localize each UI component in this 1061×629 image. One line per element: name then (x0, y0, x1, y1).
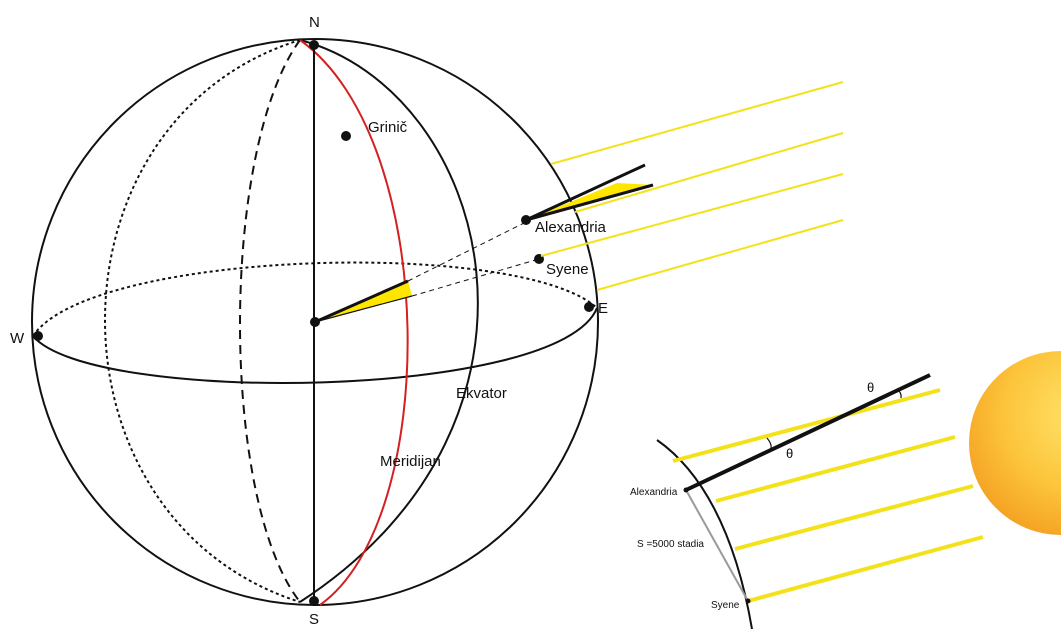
north-pole-point (309, 40, 319, 50)
south-pole-point (309, 596, 319, 606)
alexandria-shadow-ray (525, 183, 654, 222)
alexandria-gnomon (525, 163, 646, 222)
sun-ray (550, 81, 844, 165)
front-meridian (299, 39, 479, 603)
back-meridian-dashed (239, 39, 301, 603)
greenwich-label: Grinič (368, 119, 408, 136)
meridian-label: Meridijan (380, 453, 441, 470)
equator-label: Ekvator (456, 385, 507, 402)
sun-rays-upper (540, 81, 844, 291)
alexandria-label: Alexandria (535, 219, 607, 236)
north-label: N (309, 14, 320, 31)
inset-ray (715, 435, 956, 503)
theta-label-mid: θ (786, 446, 793, 461)
theta-arc-mid (766, 437, 772, 449)
center-ray-lower (314, 295, 413, 323)
sun-ray (574, 132, 844, 213)
inset-ray (672, 388, 941, 463)
greenwich-point (341, 131, 351, 141)
inset-ray (747, 535, 984, 603)
inset-alexandria-point (683, 487, 689, 493)
sun-ray (540, 173, 844, 257)
inset-rays (672, 388, 984, 603)
west-label: W (10, 330, 25, 347)
inset-gnomon (685, 373, 931, 492)
globe: N S W E Grinič Alexandria Syene Ekvator … (10, 14, 654, 628)
distance-line (685, 489, 749, 602)
equator-front (32, 307, 598, 384)
center-point (310, 317, 320, 327)
inset-ray (734, 484, 974, 551)
east-label: E (598, 300, 608, 317)
syene-label: Syene (546, 261, 589, 278)
radial-line-syene (411, 258, 540, 297)
theta-label-top: θ (867, 380, 874, 395)
south-label: S (309, 611, 319, 628)
radial-line-alexandria (407, 221, 527, 282)
east-point (584, 302, 594, 312)
inset-distance-label: S =5000 stadia (637, 539, 704, 550)
equator-back (32, 261, 598, 337)
inset-alexandria-label: Alexandria (630, 487, 678, 498)
back-meridian-dotted (104, 39, 301, 603)
inset-syene-label: Syene (711, 600, 740, 611)
theta-arc-top (896, 388, 902, 399)
center-ray-upper (314, 279, 409, 324)
inset-syene-point (745, 598, 751, 604)
greenwich-meridian (299, 39, 409, 606)
inset-diagram: Alexandria Syene S =5000 stadia θ θ (630, 373, 984, 629)
alexandria-point (521, 215, 531, 225)
west-point (33, 331, 43, 341)
sun-ray (596, 219, 844, 291)
sun (969, 351, 1061, 535)
